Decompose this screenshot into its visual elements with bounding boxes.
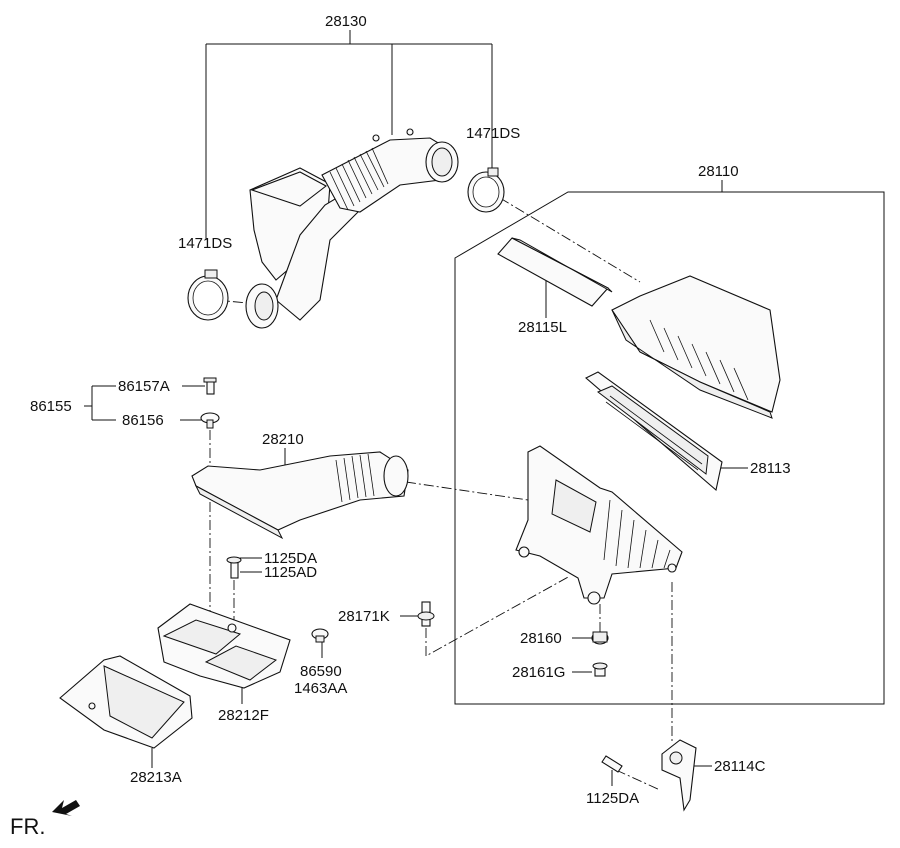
leader-lines <box>84 30 885 786</box>
filter-cover-28115L <box>497 237 613 307</box>
bracket-28114C <box>661 739 697 812</box>
collar-28161G <box>592 662 608 677</box>
bolt-1125DA-mid <box>226 556 242 579</box>
label-1471DS-left: 1471DS <box>178 235 232 252</box>
label-86155: 86155 <box>30 398 72 415</box>
label-28161G: 28161G <box>512 664 565 681</box>
label-28110: 28110 <box>698 163 739 180</box>
label-1463AA: 1463AA <box>294 680 347 697</box>
front-arrow-icon <box>52 800 80 816</box>
hose-clamp-left <box>187 269 229 321</box>
label-28210: 28210 <box>262 431 304 448</box>
part-labels: 28130 1471DS 28110 1471DS 28115L 86157A … <box>10 13 791 839</box>
clip-86156 <box>200 412 220 429</box>
clip-86157A <box>203 377 217 395</box>
air-filter-28113 <box>585 371 723 492</box>
label-28115L: 28115L <box>518 319 567 336</box>
label-86157A: 86157A <box>118 378 170 395</box>
bolt-28171K <box>417 601 435 627</box>
grommet-28160 <box>591 631 609 645</box>
label-1125DA-bottom: 1125DA <box>586 790 639 807</box>
label-front: FR. <box>10 814 45 839</box>
label-1125DA-mid: 1125DA <box>264 550 317 567</box>
label-28113: 28113 <box>750 460 791 477</box>
air-cleaner-body <box>515 445 683 605</box>
intake-hose-28130 <box>245 128 459 329</box>
bolt-1125DA-bottom <box>601 755 623 773</box>
label-86156: 86156 <box>122 412 164 429</box>
air-cleaner-cover <box>611 275 781 419</box>
label-28130: 28130 <box>325 13 367 30</box>
air-guide-28213A <box>59 655 193 749</box>
label-1471DS-top: 1471DS <box>466 125 520 142</box>
label-86590: 86590 <box>300 663 342 680</box>
label-28171K: 28171K <box>338 608 390 625</box>
label-28213A: 28213A <box>130 769 182 786</box>
label-1125AD: 1125AD <box>264 564 317 581</box>
label-28160: 28160 <box>520 630 562 647</box>
resonator-28212F <box>157 603 291 689</box>
pushpin-86590 <box>311 628 329 643</box>
label-28114C: 28114C <box>714 758 766 775</box>
hose-clamp-top <box>467 167 505 213</box>
intake-duct-28210 <box>191 451 409 540</box>
label-28212F: 28212F <box>218 707 269 724</box>
